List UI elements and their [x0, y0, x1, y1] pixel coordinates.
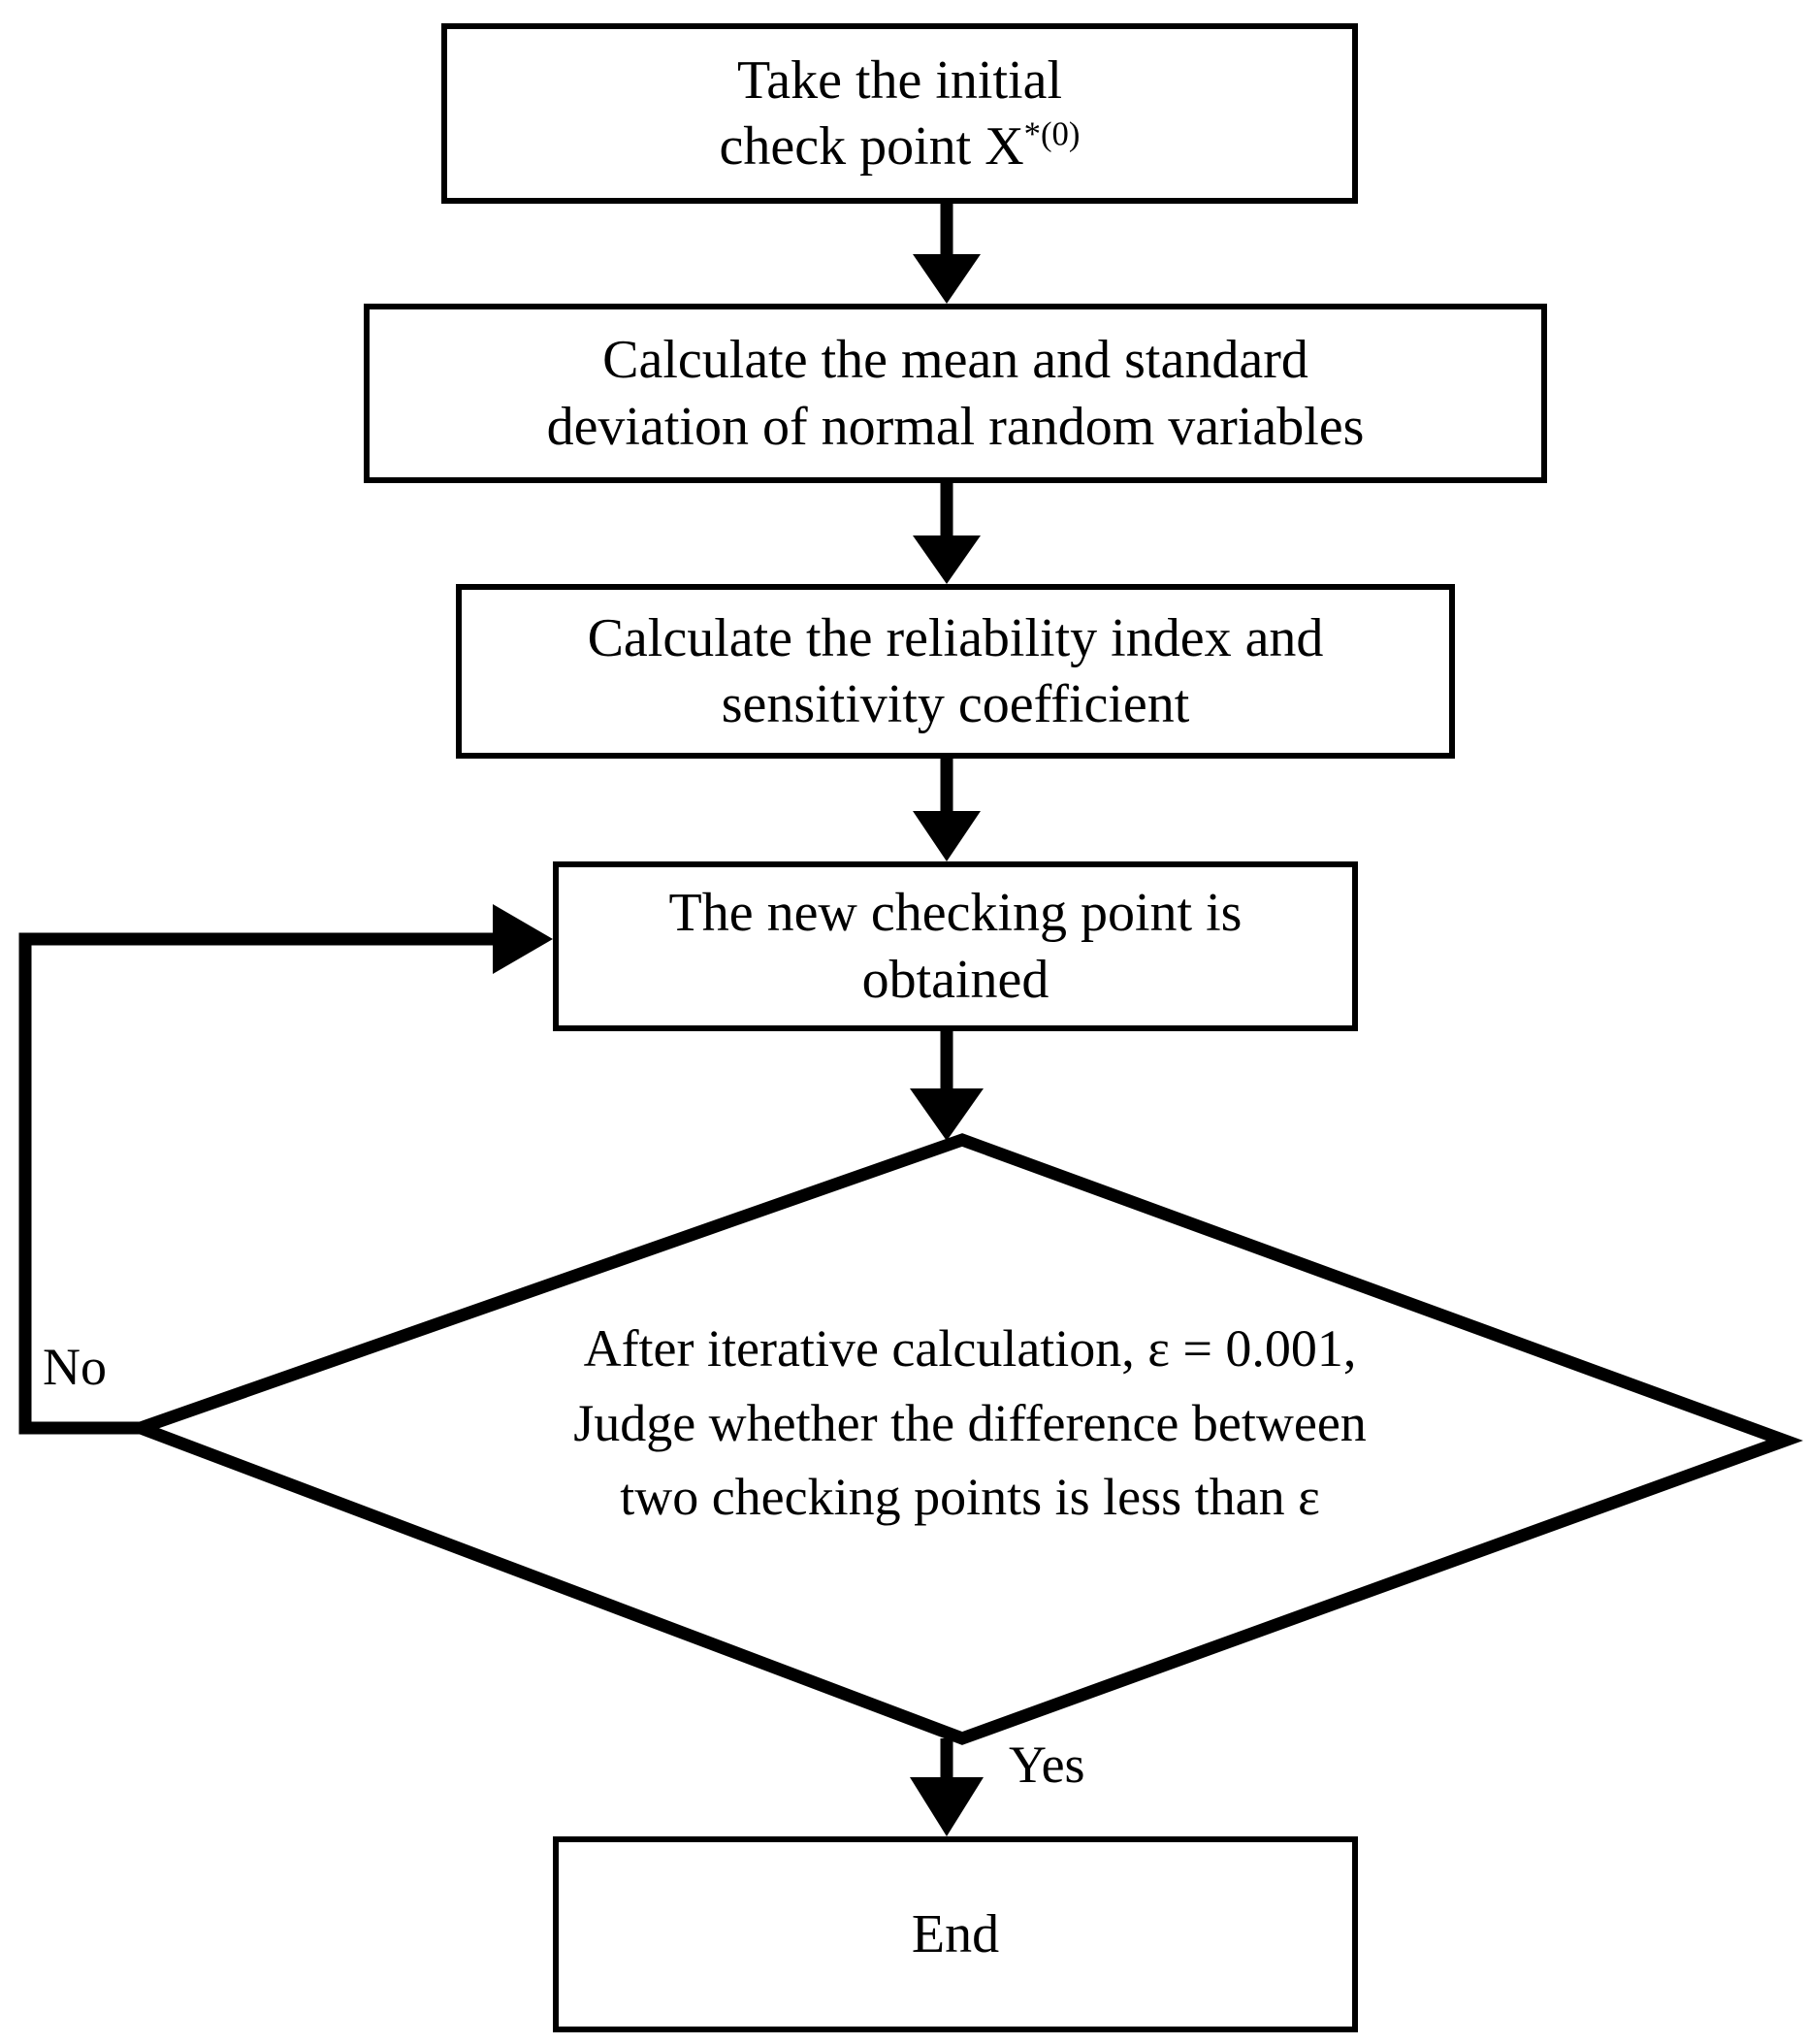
edge-label-no: No: [43, 1338, 107, 1396]
edge-new-point-to-decision: [910, 1031, 984, 1141]
arrowhead-icon: [913, 535, 981, 584]
arrowhead-icon: [910, 1088, 984, 1141]
edge-decision-no-loop: [18, 904, 553, 1435]
arrowhead-icon: [913, 254, 981, 304]
edge-start-to-calc-stats: [913, 204, 981, 304]
arrowhead-icon: [910, 1777, 984, 1836]
arrowhead-icon: [913, 811, 981, 861]
edge-calc-index-to-new-point: [913, 759, 981, 861]
node-end-label: End: [911, 1903, 1000, 1964]
edge-label-yes: Yes: [1009, 1736, 1085, 1794]
node-calc-index-label: Calculate the reliability index and sens…: [587, 607, 1324, 734]
node-decision-label: After iterative calculation, ε = 0.001, …: [573, 1319, 1367, 1527]
node-calculate-mean-standard-deviation: Calculate the mean and standard deviatio…: [364, 304, 1547, 483]
node-calc-stats-label: Calculate the mean and standard deviatio…: [546, 330, 1365, 457]
arrowhead-icon: [493, 904, 553, 974]
edge-decision-yes-to-end: [910, 1738, 984, 1836]
node-end: End: [553, 1836, 1358, 2032]
node-new-point-label: The new checking point is obtained: [668, 883, 1243, 1010]
node-new-checking-point-obtained: The new checking point is obtained: [553, 861, 1358, 1031]
decision-diamond-shape: [122, 1133, 1804, 1745]
node-calculate-reliability-index: Calculate the reliability index and sens…: [456, 584, 1455, 759]
edge-calc-stats-to-calc-index: [913, 483, 981, 584]
